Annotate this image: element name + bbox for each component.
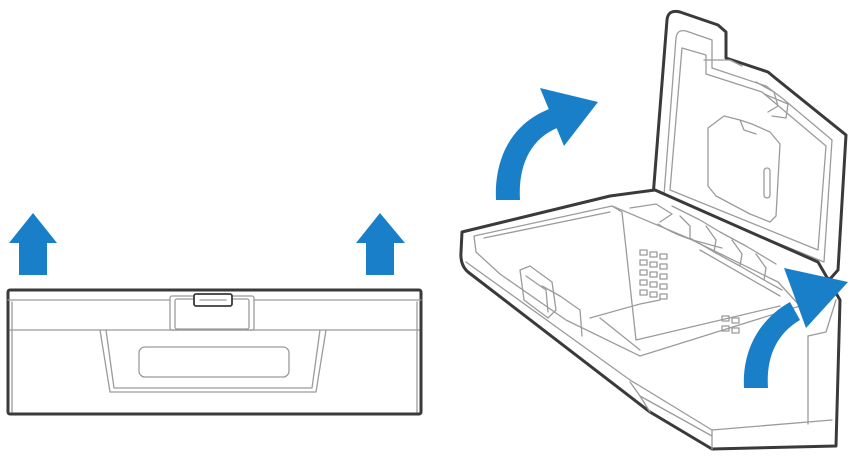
open-cartridge: [461, 11, 848, 449]
closed-cartridge: [8, 213, 421, 414]
arrow-up-icon: [356, 213, 405, 275]
latch: [170, 294, 254, 330]
arrow-up-icon: [9, 213, 57, 275]
curved-arrow-icon: [496, 88, 598, 200]
